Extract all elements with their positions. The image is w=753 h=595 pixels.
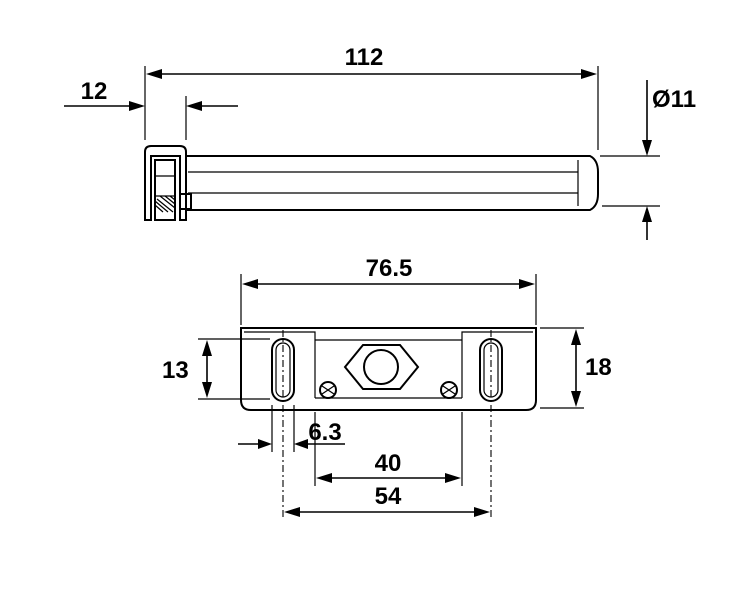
label-slot-width: 6.3 [308,419,341,446]
hex-nut [343,344,420,390]
label-head-width: 12 [81,78,108,105]
dimension-head-width: 12 [64,78,238,140]
label-diameter: Ø11 [652,86,696,113]
label-slot-height: 13 [162,357,189,384]
dimension-plate-height: 18 [540,327,612,409]
thread-marks [154,195,176,213]
dimension-outer-spacing: 54 [284,483,490,517]
dimension-inner-spacing: 40 [314,412,463,486]
dimension-slot-width: 6.3 [238,405,345,452]
dimension-overall-length: 112 [144,44,599,150]
dimension-diameter: Ø11 [600,80,696,240]
label-overall-length: 112 [345,44,384,71]
label-plate-height: 18 [585,354,612,381]
rod-side-view [144,145,599,221]
screw-left [319,381,337,399]
screw-right [440,381,458,399]
mounting-plate [240,327,537,520]
label-outer-spacing: 54 [375,483,402,510]
label-inner-spacing: 40 [375,450,402,477]
dimension-slot-height: 13 [162,338,270,400]
dimension-plate-length: 76.5 [240,255,537,325]
label-plate-length: 76.5 [366,255,413,282]
